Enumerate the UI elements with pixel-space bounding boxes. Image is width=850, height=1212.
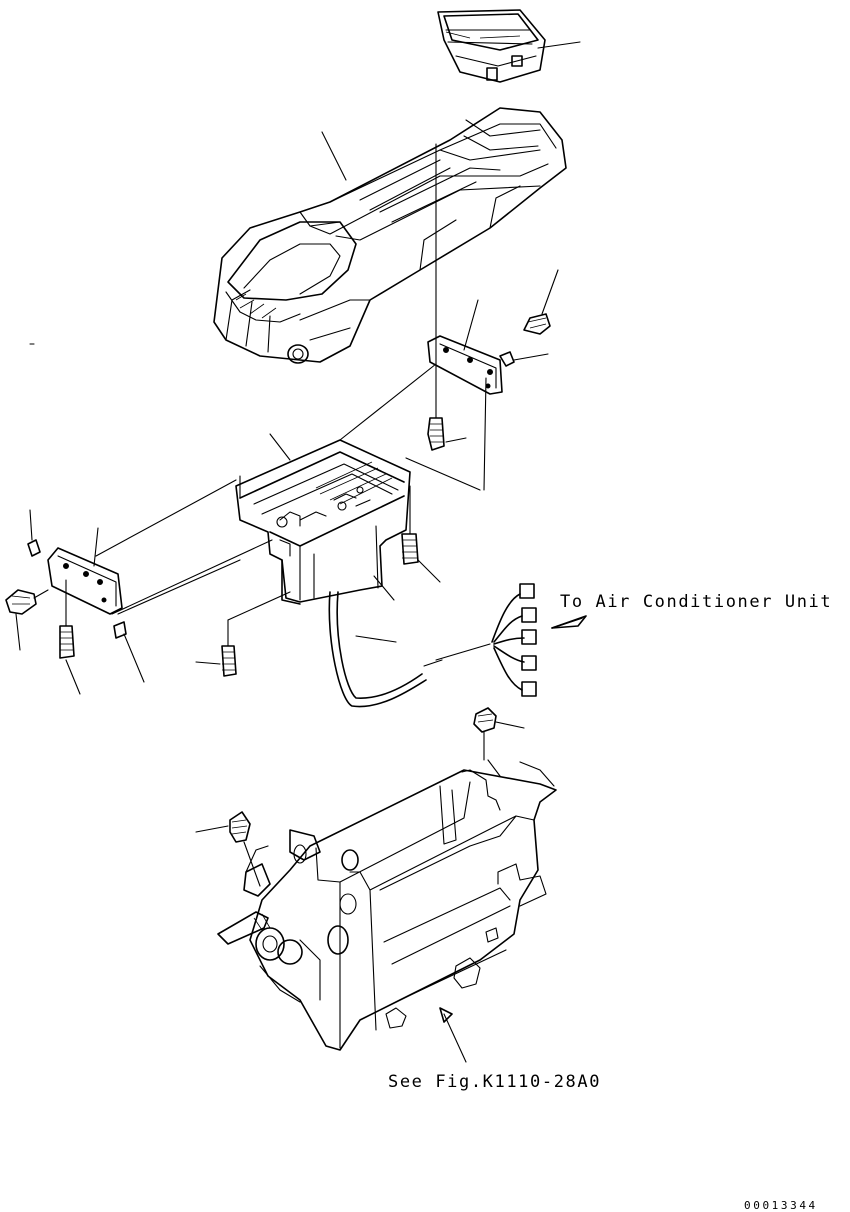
projection-lines	[95, 363, 487, 615]
console-cover	[213, 107, 567, 364]
stray-marks	[29, 343, 443, 667]
bolt-center-lower	[195, 591, 291, 677]
bolt-panel-right	[401, 485, 441, 583]
document-number: 00013344	[744, 1199, 818, 1212]
air-conditioner-label: To Air Conditioner Unit	[560, 592, 832, 612]
wire-harness	[328, 583, 587, 708]
bolt-center-upper	[427, 143, 467, 451]
see-fig-label: See Fig.K1110-28A0	[388, 1072, 601, 1092]
bolt-left-lower	[59, 579, 81, 695]
clip-left-lower	[113, 621, 145, 683]
screw-left	[5, 589, 49, 651]
cup-holder-tray	[437, 9, 581, 83]
clip-left-upper	[27, 509, 41, 557]
bolt-base-right	[473, 707, 525, 761]
bracket-plate-right	[427, 299, 549, 395]
screw-right-upper	[523, 269, 559, 335]
control-panel-assembly	[235, 433, 411, 605]
bolt-base-left	[195, 811, 261, 887]
base-frame	[217, 759, 557, 1063]
bracket-plate-left	[47, 527, 123, 615]
